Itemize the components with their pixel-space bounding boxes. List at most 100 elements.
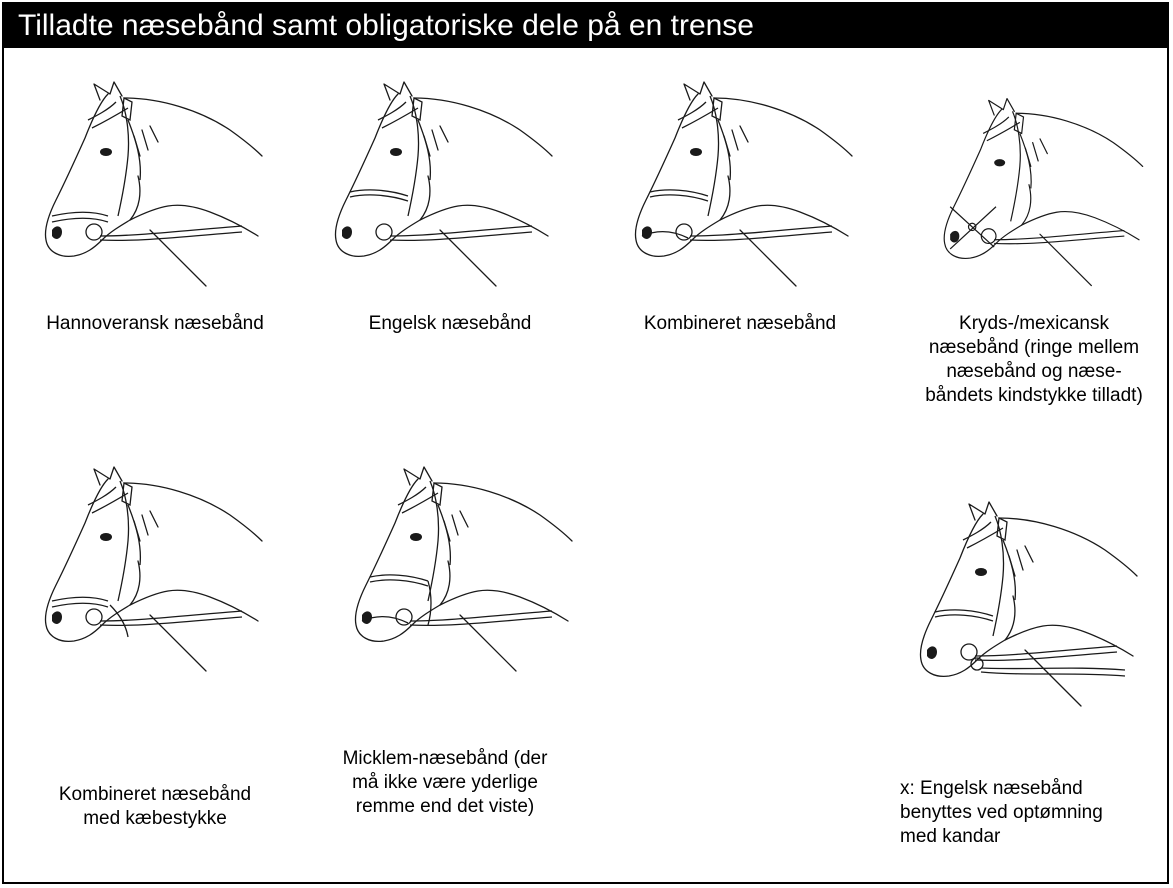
- horse-jaw: [439, 560, 517, 672]
- bridle-browband: [962, 521, 1004, 549]
- noseband-upper: [369, 574, 429, 587]
- horse-head-illustration: [44, 81, 263, 287]
- bridle-cheekpiece: [707, 95, 720, 217]
- reins: [409, 610, 553, 627]
- horse-ears: [403, 466, 433, 486]
- curb-ring: [970, 657, 984, 671]
- bridle-browband: [87, 486, 129, 514]
- panel-caption: x: Engelsk næsebånd benyttes ved optømni…: [900, 778, 1103, 847]
- panel-caption: Micklem-næsebånd (der må ikke være yderl…: [342, 748, 548, 817]
- noseband-flash: [641, 231, 689, 239]
- horse-nostril: [642, 226, 652, 239]
- bridle-crown-block: [431, 482, 443, 506]
- horse-neck-crest: [713, 97, 853, 157]
- horse-eye: [975, 568, 987, 576]
- horse-neck-crest: [1015, 112, 1144, 168]
- bridle-cheekpiece: [407, 95, 420, 217]
- bridle-throatlatch: [1019, 133, 1032, 189]
- page-title: Tilladte næsebånd samt obligatoriske del…: [4, 4, 1167, 48]
- noseband-cross: [949, 206, 997, 250]
- horse-eye: [410, 533, 422, 541]
- curb-reins: [980, 667, 1126, 677]
- horse-head-illustration: [634, 81, 853, 287]
- reins: [689, 225, 833, 242]
- horse-eye: [100, 533, 112, 541]
- bit-ring: [960, 643, 978, 661]
- bridle-cheekpiece: [992, 515, 1005, 637]
- horse-jaw: [419, 175, 497, 287]
- bridle-browband: [377, 101, 419, 129]
- bridle-crown-block: [121, 482, 133, 506]
- horse-neck-crest: [123, 482, 263, 542]
- panel-kryds: Kryds-/mexicansk næsebånd (ringe mellem …: [900, 80, 1168, 406]
- horse-jaw: [719, 175, 797, 287]
- horse-ears: [683, 81, 713, 101]
- horse-head-illustration: [943, 97, 1144, 287]
- horse-ears: [968, 501, 998, 521]
- horse-head-outline: [44, 478, 259, 643]
- bridle-crown-block: [711, 97, 723, 121]
- horse-head-illustration: [919, 501, 1138, 707]
- bridle-cheekpiece: [427, 480, 440, 602]
- horse-nostril: [950, 230, 960, 243]
- bit-ring: [85, 608, 103, 626]
- horse-eye: [690, 148, 702, 156]
- bit-ring: [395, 608, 413, 626]
- noseband: [349, 189, 409, 202]
- noseband-centre-ring: [967, 222, 977, 232]
- bit-ring: [375, 223, 393, 241]
- jaw-strap: [109, 604, 129, 638]
- reins: [994, 229, 1125, 245]
- panel-caption: Kryds-/mexicansk næsebånd (ringe mellem …: [925, 313, 1143, 406]
- horse-neck-crest: [433, 482, 573, 542]
- horse-ears: [383, 81, 413, 101]
- noseband-flash: [361, 616, 409, 624]
- horse-jaw: [1021, 184, 1092, 287]
- bridle-throatlatch: [417, 119, 432, 181]
- panel-caption: Kombineret næsebånd: [643, 313, 837, 334]
- reins: [974, 645, 1118, 662]
- horse-head-outline: [943, 108, 1140, 260]
- panel-caption: Kombineret næsebånd med kæbestykke: [58, 784, 252, 829]
- bridle-crown-block: [996, 517, 1008, 541]
- bridle-browband: [87, 101, 129, 129]
- horse-head-outline: [354, 478, 569, 643]
- horse-jaw: [1004, 595, 1082, 707]
- bridle-cheekpiece: [1010, 111, 1021, 222]
- horse-head-illustration: [44, 466, 263, 672]
- horse-head-outline: [44, 93, 259, 258]
- horse-eye: [100, 148, 112, 156]
- reins: [99, 225, 243, 242]
- horse-eye: [390, 148, 402, 156]
- reins: [389, 225, 533, 242]
- horse-head-illustration: [334, 81, 553, 287]
- bit-ring: [675, 223, 693, 241]
- panel-kombineret-kaebe: Kombineret næsebånd med kæbestykke: [20, 465, 290, 845]
- panel-caption: Engelsk næsebånd: [368, 313, 532, 334]
- bit-ring: [980, 228, 997, 245]
- horse-ears: [988, 97, 1015, 116]
- horse-nostril: [342, 226, 352, 239]
- horse-neck-crest: [123, 97, 263, 157]
- panel-engelsk: Engelsk næsebånd: [320, 80, 580, 360]
- panel-kombineret: Kombineret næsebånd: [610, 80, 870, 360]
- horse-jaw: [129, 175, 207, 287]
- bridle-throatlatch: [437, 504, 452, 566]
- bridle-browband: [677, 101, 719, 129]
- bridle-crown-block: [121, 97, 133, 121]
- bridle-cheekpiece: [117, 480, 130, 602]
- horse-eye: [994, 159, 1006, 167]
- horse-head-outline: [919, 513, 1134, 678]
- horse-ears: [93, 466, 123, 486]
- horse-head-illustration: [354, 466, 573, 672]
- panel-hannoveransk: Hannoveransk næsebånd: [20, 80, 290, 360]
- noseband-upper: [649, 189, 709, 202]
- bit-ring: [85, 223, 103, 241]
- bridle-throatlatch: [127, 504, 142, 566]
- panel-kandar: x: Engelsk næsebånd benyttes ved optømni…: [895, 495, 1165, 875]
- bridle-cheekpiece: [117, 95, 130, 217]
- bridle-browband: [397, 486, 439, 514]
- panel-caption: Hannoveransk næsebånd: [46, 313, 264, 334]
- bridle-crown-block: [411, 97, 423, 121]
